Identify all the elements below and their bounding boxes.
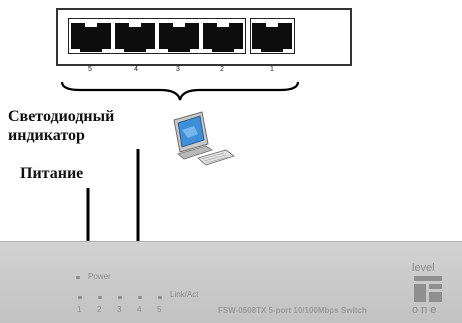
- port-group-2-5: [68, 18, 246, 54]
- led-indicator-label-line2: индикатор: [8, 127, 85, 144]
- port-led-1: [78, 296, 82, 299]
- front-port-number: 2: [97, 305, 102, 314]
- power-label: Питание: [20, 165, 84, 182]
- model-label: FSW-0508TX 5-port 10/100Mbps Switch: [218, 306, 367, 315]
- port-number-label: 5: [88, 66, 92, 73]
- brand-logo-bottom: one: [412, 304, 440, 316]
- front-port-number: 5: [157, 305, 162, 314]
- brand-logo-icon: [414, 276, 442, 302]
- brace-connector: [60, 81, 300, 101]
- port-number-label: 4: [134, 66, 138, 73]
- link-act-label: Link/Act: [170, 290, 199, 299]
- port-led-3: [118, 296, 122, 299]
- port-led-5: [158, 296, 162, 299]
- port-led-4: [138, 296, 142, 299]
- power-led: [76, 276, 80, 279]
- port-number-label: 3: [176, 66, 180, 73]
- front-port-number: 1: [77, 305, 82, 314]
- front-power-label: Power: [88, 272, 111, 281]
- port-group-1: [250, 18, 295, 54]
- front-port-number: 3: [117, 305, 122, 314]
- led-indicator-label: Светодиодный индикатор: [8, 107, 114, 145]
- ethernet-port-1: [252, 22, 292, 52]
- switch-front-panel: Power 1 2 3 4 5 Link/Act FSW-0508TX 5-po…: [0, 241, 462, 323]
- port-number-label: 1: [270, 66, 274, 73]
- port-led-2: [98, 296, 102, 299]
- ethernet-port-3: [159, 22, 199, 52]
- brand-logo-top: level: [412, 262, 435, 274]
- ethernet-port-2: [203, 22, 243, 52]
- ethernet-port-5: [71, 22, 111, 52]
- front-port-number: 4: [137, 305, 142, 314]
- led-indicator-label-line1: Светодиодный: [8, 108, 115, 125]
- ethernet-port-4: [115, 22, 155, 52]
- computer-icon: [173, 111, 235, 166]
- port-number-label: 2: [220, 66, 224, 73]
